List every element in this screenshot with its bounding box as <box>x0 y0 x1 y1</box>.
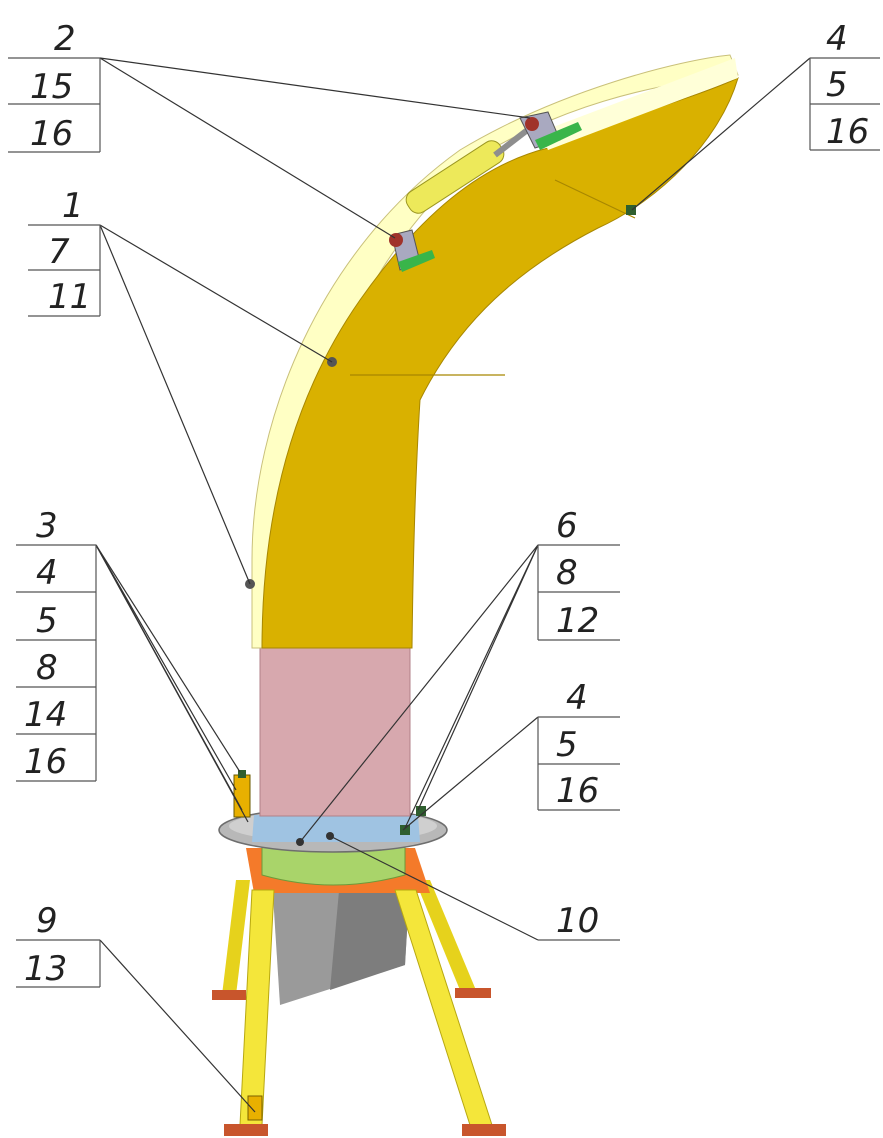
callout-upper-left-3: 11 <box>48 277 91 317</box>
callout-mid-right-3: 12 <box>556 601 599 641</box>
leader-lines <box>95 57 811 1113</box>
callout-top-left-2: 15 <box>30 67 73 107</box>
cylinder-pin-upper <box>525 117 539 131</box>
callout-bottom-left-1: 9 <box>36 901 58 941</box>
callout-upper-left-2: 7 <box>48 232 70 272</box>
arm-seam-upper <box>554 179 636 219</box>
callout-single-right-1: 10 <box>556 901 599 941</box>
foot-rear-right <box>455 988 491 998</box>
callout-top-right-1: 4 <box>826 19 848 59</box>
cylinder-plate-lower <box>398 250 435 272</box>
callout-top-right-3: 16 <box>826 112 869 152</box>
callout-mid-left-5: 14 <box>24 695 67 735</box>
arm-cap <box>540 58 738 150</box>
callout-top-left-1: 2 <box>54 19 76 59</box>
foot-front-right <box>462 1124 506 1136</box>
callout-top-right-2: 5 <box>826 65 848 105</box>
callout-tables <box>8 57 880 988</box>
machine-model <box>212 54 739 1136</box>
callout-mid-left-1: 3 <box>36 506 58 546</box>
callout-mid-left-3: 5 <box>36 601 58 641</box>
callout-labels: 2 15 16 4 5 16 1 7 11 3 4 5 8 14 16 6 8 … <box>24 19 869 989</box>
leg-rear-right <box>415 880 478 995</box>
blue-plate <box>252 815 420 842</box>
bolt-marker <box>400 825 410 835</box>
callout-mid-left-2: 4 <box>36 553 58 593</box>
callout-bottom-left-2: 13 <box>24 949 67 989</box>
callout-low-right-3: 16 <box>556 771 599 811</box>
pink-section <box>259 647 411 817</box>
leg-rear-left <box>222 880 250 995</box>
cylinder-rod <box>493 125 532 158</box>
callout-low-right-2: 5 <box>556 725 578 765</box>
cylinder-plate-upper <box>535 122 582 150</box>
callout-mid-right-1: 6 <box>556 506 578 546</box>
arm-side <box>261 77 739 649</box>
callout-low-right-1: 4 <box>566 678 588 718</box>
bolt-marker <box>238 770 246 778</box>
foot-rear-left <box>212 990 246 1000</box>
callout-upper-left-1: 1 <box>62 186 84 226</box>
bolt-marker <box>626 205 636 215</box>
callout-mid-left-4: 8 <box>36 648 58 688</box>
callout-top-left-3: 16 <box>30 114 73 154</box>
hydraulic-cylinder <box>389 111 582 272</box>
callout-mid-right-2: 8 <box>556 553 578 593</box>
bolt-marker <box>416 806 426 816</box>
foot-front-left <box>224 1124 268 1136</box>
hopper-shade <box>330 880 410 990</box>
leg-front-left <box>239 889 275 1126</box>
callout-mid-left-6: 16 <box>24 742 67 782</box>
foot-bolt-bracket <box>247 1095 263 1121</box>
